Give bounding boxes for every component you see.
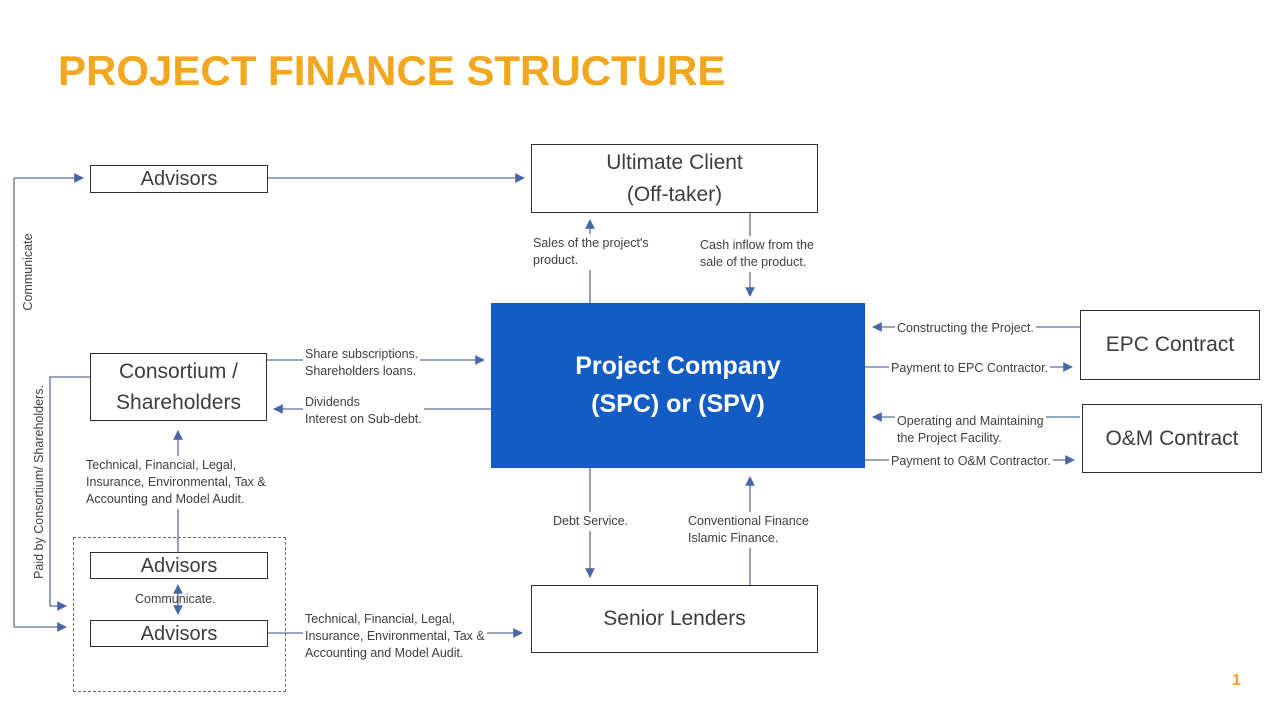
label-share-subscriptions: Share subscriptions. Shareholders loans. (303, 345, 421, 381)
page-number: 1 (1232, 672, 1241, 689)
label-dividends-subdebt: Dividends Interest on Sub-debt. (303, 393, 424, 429)
label-tech-audit-lenders: Technical, Financial, Legal, Insurance, … (303, 610, 487, 663)
label-paid-by-consortium-vertical: Paid by Consortium/ Shareholders. (32, 383, 46, 581)
node-epc-contract: EPC Contract (1080, 310, 1260, 380)
slide-title: PROJECT FINANCE STRUCTURE (58, 47, 726, 94)
node-advisors-top: Advisors (90, 165, 268, 193)
label-constructing-project: Constructing the Project. (895, 319, 1036, 338)
node-consortium-shareholders: Consortium / Shareholders (90, 353, 267, 421)
label-debt-service: Debt Service. (551, 512, 631, 531)
label-communicate-advisors: Communicate. (135, 592, 216, 606)
label-tech-audit-consortium: Technical, Financial, Legal, Insurance, … (84, 456, 268, 509)
label-conventional-islamic-finance: Conventional Finance Islamic Finance. (686, 512, 811, 548)
node-ultimate-client: Ultimate Client (Off-taker) (531, 144, 818, 213)
label-payment-om: Payment to O&M Contractor. (889, 452, 1053, 471)
node-advisors-bottom: Advisors (90, 620, 268, 647)
node-project-company: Project Company (SPC) or (SPV) (491, 303, 865, 468)
node-om-contract: O&M Contract (1082, 404, 1262, 473)
label-payment-epc: Payment to EPC Contractor. (889, 359, 1051, 378)
node-advisors-middle: Advisors (90, 552, 268, 579)
label-cash-inflow: Cash inflow from the sale of the product… (698, 236, 816, 272)
label-communicate-vertical: Communicate (21, 231, 35, 313)
label-sales-of-product: Sales of the project's product. (531, 234, 651, 270)
node-senior-lenders: Senior Lenders (531, 585, 818, 653)
label-operating-maintaining: Operating and Maintaining the Project Fa… (895, 412, 1046, 448)
advisors-group-dashed-box (73, 537, 286, 692)
